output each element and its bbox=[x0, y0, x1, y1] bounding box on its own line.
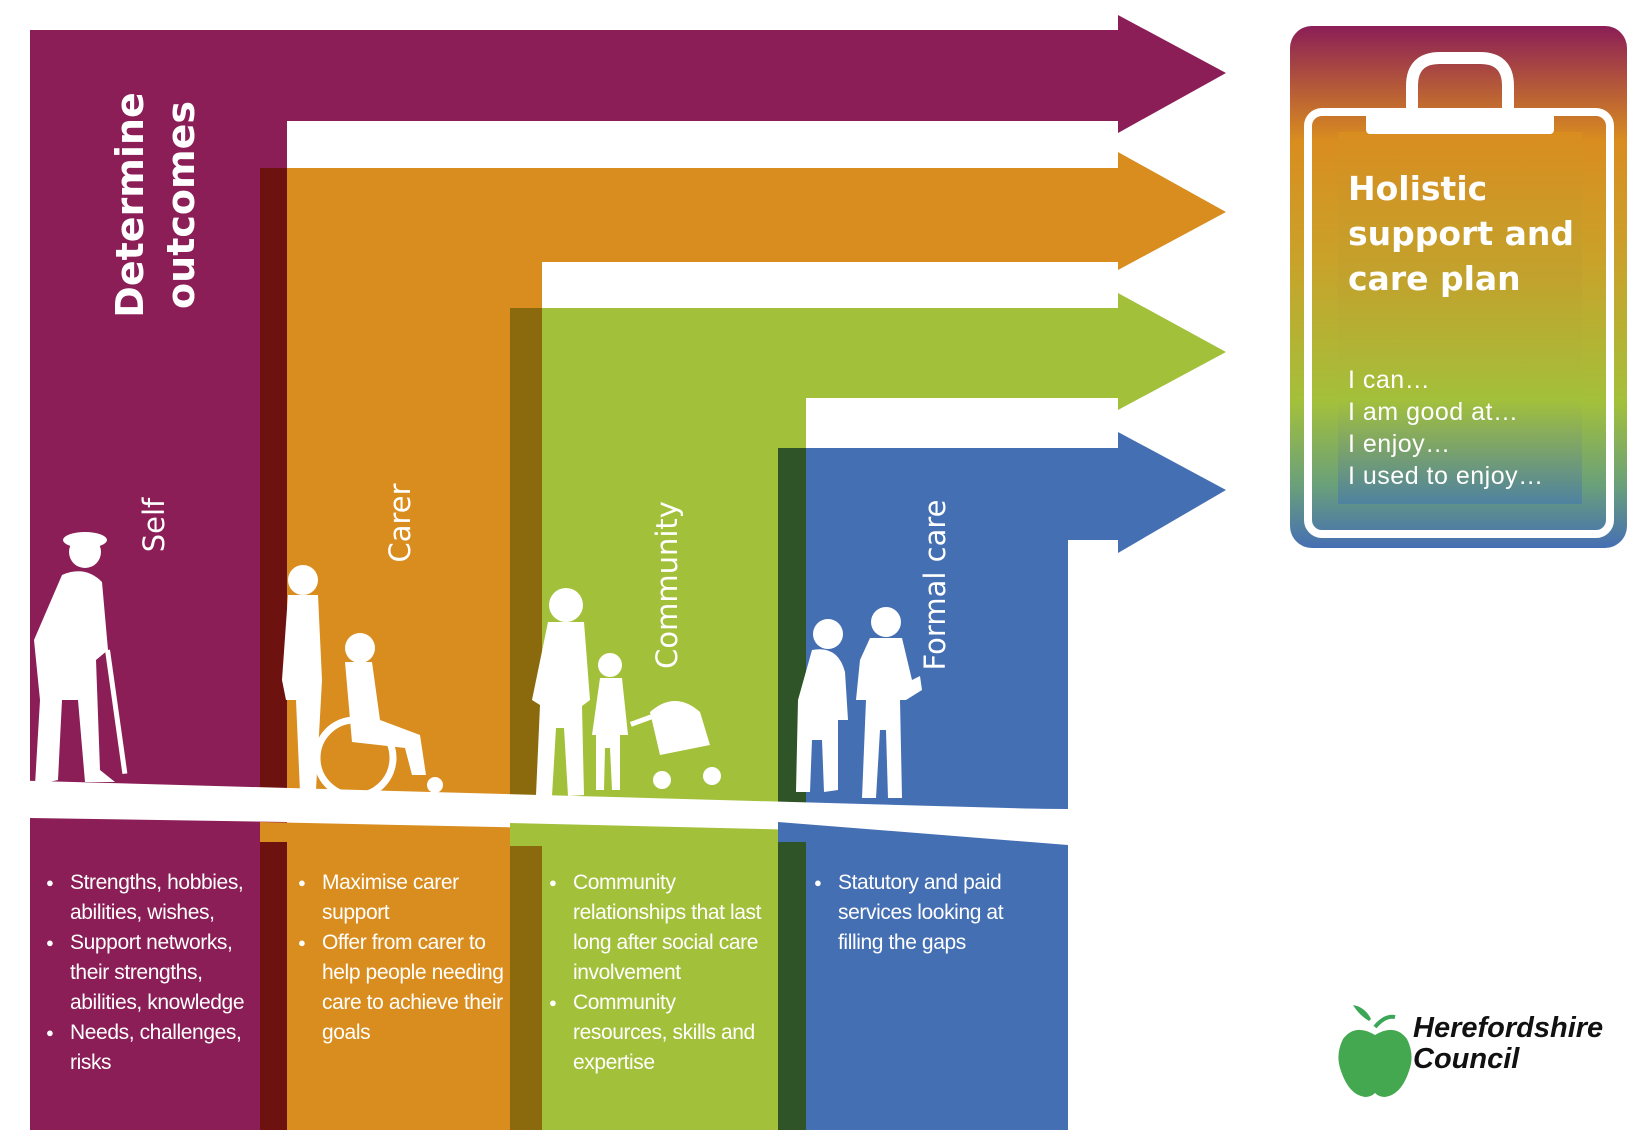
self-label: Self bbox=[137, 497, 171, 552]
herefordshire-council-logo: Herefordshire Council bbox=[1335, 1005, 1627, 1105]
determine-outcomes-label: outcomes bbox=[159, 101, 203, 309]
carer-arrow bbox=[260, 152, 1226, 820]
care-worker-and-elderly-person-icon bbox=[796, 607, 922, 798]
shadow-strip bbox=[778, 842, 806, 1130]
list-item: Offer from carer to help people needing … bbox=[298, 928, 511, 1048]
care-plan-line: I used to enjoy… bbox=[1348, 462, 1544, 490]
list-item: Community relationships that last long a… bbox=[549, 868, 772, 988]
shadow-strip bbox=[260, 842, 287, 1130]
community-bullets: Community relationships that last long a… bbox=[547, 868, 772, 1078]
list-item: Needs, challenges, risks bbox=[46, 1018, 254, 1078]
adult-child-and-pram-icon bbox=[532, 588, 721, 796]
formal-care-bullets: Statutory and paid services looking at f… bbox=[812, 868, 1032, 958]
care-plan-title: Holistic support and care plan bbox=[1348, 169, 1574, 298]
care-plan-lines: I can… I am good at… I enjoy… I used to … bbox=[1348, 364, 1588, 492]
community-arrow bbox=[510, 293, 1226, 823]
list-item: Statutory and paid services looking at f… bbox=[814, 868, 1032, 958]
list-item: Support networks, their strengths, abili… bbox=[46, 928, 254, 1018]
care-plan-line: I am good at… bbox=[1348, 398, 1519, 426]
clipboard-icon bbox=[1290, 26, 1627, 548]
self-bullets: Strengths, hobbies, abilities, wishes, S… bbox=[44, 868, 254, 1078]
apple-icon bbox=[1338, 1005, 1412, 1097]
care-plan-line: I can… bbox=[1348, 366, 1431, 394]
list-item: Strengths, hobbies, abilities, wishes, bbox=[46, 868, 254, 928]
logo-text: Herefordshire Council bbox=[1413, 1012, 1604, 1075]
formal-care-arrow bbox=[778, 432, 1226, 809]
carer-label: Carer bbox=[383, 483, 417, 562]
carer-and-wheelchair-user-icon bbox=[282, 565, 443, 800]
determine-outcomes-label: Determine bbox=[108, 92, 152, 317]
care-plan-line: I enjoy… bbox=[1348, 430, 1451, 458]
elderly-man-with-cane-icon bbox=[34, 532, 128, 785]
carer-bullets: Maximise carer support Offer from carer … bbox=[296, 868, 511, 1048]
list-item: Maximise carer support bbox=[298, 868, 511, 928]
highlight-strip bbox=[806, 398, 1118, 448]
shadow-strip bbox=[260, 168, 287, 818]
formal-care-label: Formal care bbox=[918, 500, 952, 671]
list-item: Community resources, skills and expertis… bbox=[549, 988, 772, 1078]
shadow-strip bbox=[510, 846, 542, 1130]
shadow-strip bbox=[510, 308, 542, 822]
highlight-strip bbox=[287, 121, 1118, 168]
community-label: Community bbox=[650, 501, 684, 669]
highlight-strip bbox=[542, 262, 1118, 308]
